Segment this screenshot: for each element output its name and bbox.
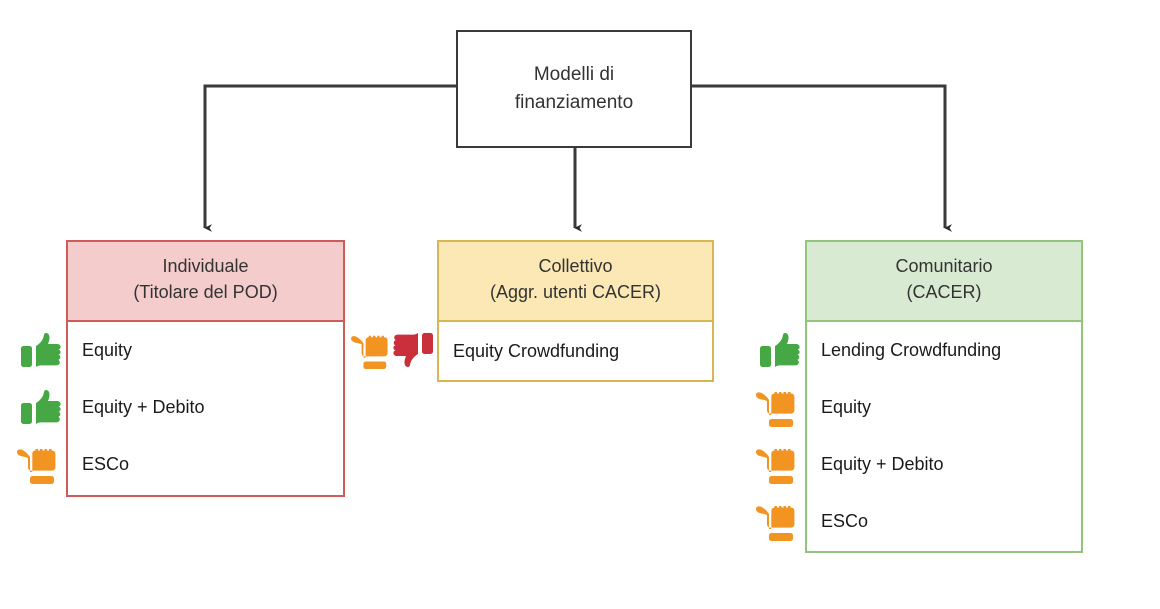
card-collettivo[interactable]: Collettivo (Aggr. utenti CACER) Equity C… bbox=[437, 240, 714, 382]
card-comunitario-header: Comunitario (CACER) bbox=[807, 242, 1081, 322]
rating-thumb-up bbox=[6, 379, 62, 436]
connector-to-comunitario bbox=[692, 84, 952, 232]
card-individuale-header: Individuale (Titolare del POD) bbox=[68, 242, 343, 322]
connector-to-individuale bbox=[203, 84, 456, 232]
rating-thumb-sideways bbox=[6, 436, 62, 493]
rating-thumb-down bbox=[393, 333, 433, 367]
list-item[interactable]: Equity bbox=[821, 397, 872, 417]
rating-gutter-comunitario bbox=[745, 322, 801, 550]
list-item[interactable]: Equity bbox=[82, 340, 133, 360]
card-individuale-body: Equity Equity + Debito ESCo bbox=[68, 322, 343, 493]
card-comunitario[interactable]: Comunitario (CACER) Lending Crowdfunding… bbox=[805, 240, 1083, 553]
list-item[interactable]: Equity + Debito bbox=[821, 454, 944, 474]
list-item[interactable]: ESCo bbox=[821, 511, 869, 531]
node-modelli-di-finanziamento[interactable]: Modelli di finanziamento bbox=[456, 30, 692, 148]
node-title-label: Modelli di finanziamento bbox=[514, 64, 634, 113]
card-individuale[interactable]: Individuale (Titolare del POD) Equity Eq… bbox=[66, 240, 345, 497]
rating-thumb-sideways bbox=[351, 335, 388, 370]
rating-thumb-sideways bbox=[745, 493, 801, 550]
card-comunitario-body: Lending Crowdfunding Equity Equity + Deb… bbox=[807, 322, 1081, 550]
list-item[interactable]: Equity + Debito bbox=[82, 397, 205, 417]
rating-pair-sideways-down bbox=[348, 322, 434, 380]
rating-thumb-up bbox=[745, 322, 801, 379]
rating-thumb-up bbox=[6, 322, 62, 379]
list-item[interactable]: ESCo bbox=[82, 454, 130, 474]
rating-thumb-sideways bbox=[745, 436, 801, 493]
list-item[interactable]: Equity Crowdfunding bbox=[453, 340, 620, 361]
card-collettivo-header: Collettivo (Aggr. utenti CACER) bbox=[439, 242, 712, 322]
rating-gutter-collettivo bbox=[348, 322, 434, 380]
rating-thumb-sideways bbox=[745, 379, 801, 436]
card-collettivo-body: Equity Crowdfunding bbox=[439, 322, 712, 380]
list-item[interactable]: Lending Crowdfunding bbox=[821, 340, 1002, 360]
rating-gutter-individuale bbox=[6, 322, 62, 493]
